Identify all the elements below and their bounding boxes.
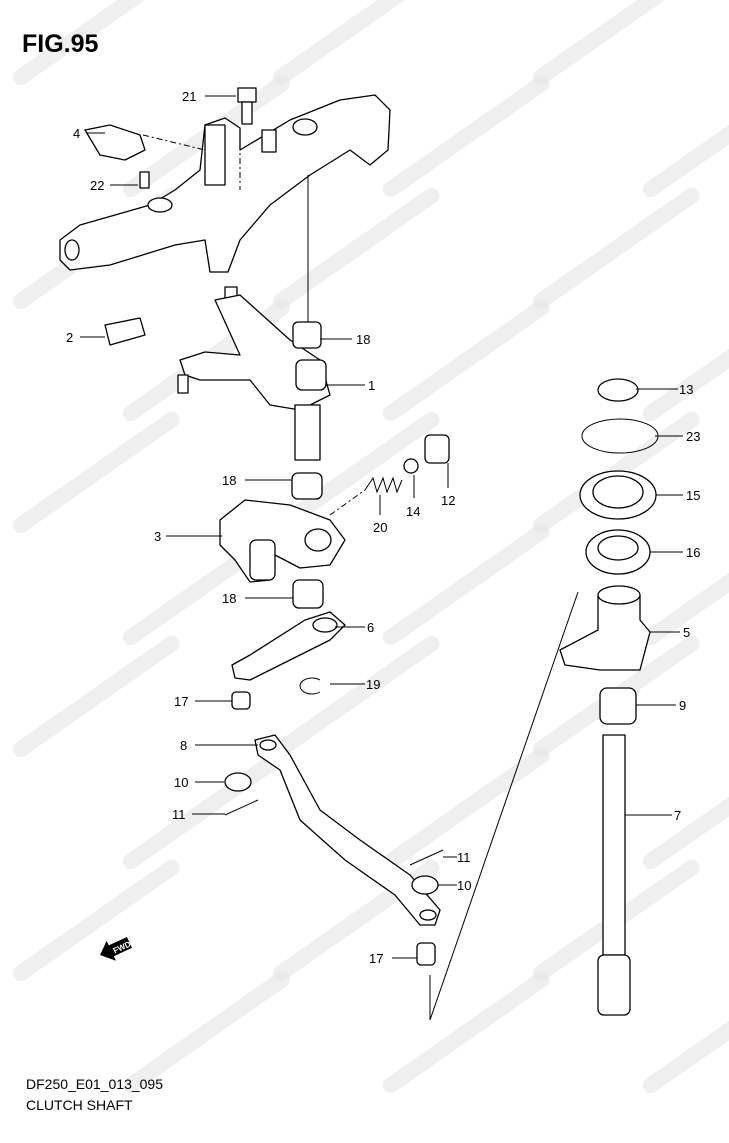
part-17-bushing — [416, 942, 436, 966]
part-21-bolt — [237, 87, 257, 125]
part-20-spring — [364, 476, 403, 494]
callout-17: 17 — [369, 951, 383, 966]
part-11-cotter-pin — [224, 799, 259, 816]
watermark-mark — [272, 187, 440, 310]
watermark-mark — [12, 859, 180, 982]
part-6-lever — [231, 611, 346, 681]
watermark-mark — [122, 971, 290, 1094]
part-23-snap-ring — [581, 418, 659, 454]
callout-7: 7 — [674, 808, 681, 823]
leader-lines — [80, 95, 683, 959]
callout-12: 12 — [441, 493, 455, 508]
part-18-bushing — [292, 579, 324, 609]
part-15-bearing — [579, 470, 657, 520]
watermark-mark — [382, 299, 550, 422]
callout-10: 10 — [174, 775, 188, 790]
shift-bracket — [59, 94, 391, 273]
part-14-ball — [403, 458, 419, 474]
callout-10: 10 — [457, 878, 471, 893]
watermark-mark — [642, 971, 729, 1094]
part-18-bushing — [291, 472, 323, 500]
part-16-oil-seal — [585, 529, 651, 575]
watermark-mark — [532, 187, 700, 310]
part-19-e-clip — [299, 677, 321, 695]
figure-label: FIG.95 — [22, 30, 99, 58]
callout-16: 16 — [686, 545, 700, 560]
part-10-washer — [411, 875, 439, 895]
drawing-code: DF250_E01_013_095 — [26, 1076, 164, 1092]
part-2-clip — [104, 317, 146, 346]
fwd-text: FWD — [112, 939, 133, 955]
callout-4: 4 — [73, 126, 80, 141]
watermark-mark — [12, 411, 180, 534]
part-13-plug — [597, 378, 639, 402]
watermark-mark — [272, 0, 440, 86]
part-8-link-rod — [254, 734, 441, 926]
watermark-mark — [12, 0, 180, 86]
part-12-sleeve — [424, 434, 450, 464]
watermark-mark — [272, 635, 440, 758]
callout-2: 2 — [66, 330, 73, 345]
callout-19: 19 — [366, 677, 380, 692]
callout-20: 20 — [373, 520, 387, 535]
callout-21: 21 — [182, 89, 196, 104]
watermark-mark — [382, 523, 550, 646]
watermark-mark — [122, 747, 290, 870]
watermark-mark — [642, 299, 729, 422]
callout-18: 18 — [222, 591, 236, 606]
watermark-mark — [272, 411, 440, 534]
callout-17: 17 — [174, 694, 188, 709]
part-5-shift-cam — [559, 585, 651, 671]
part-7-clutch-shaft — [597, 734, 631, 1016]
callout-1: 1 — [368, 378, 375, 393]
callout-9: 9 — [679, 698, 686, 713]
callout-22: 22 — [90, 178, 104, 193]
forward-direction-icon: FWD — [100, 936, 133, 961]
callout-5: 5 — [683, 625, 690, 640]
callout-23: 23 — [686, 429, 700, 444]
part-9-bushing — [599, 687, 637, 725]
watermark-mark — [642, 747, 729, 870]
watermark-mark — [642, 75, 729, 198]
callout-6: 6 — [367, 620, 374, 635]
part-17-bushing — [231, 691, 251, 710]
watermark-mark — [532, 0, 700, 86]
callout-11: 11 — [457, 850, 471, 865]
callout-18: 18 — [356, 332, 370, 347]
part-3-shift-arm — [219, 499, 346, 583]
part-1-clutch-lever — [177, 286, 331, 461]
callouts: 21 4 22 2 18 1 13 23 15 16 18 3 20 14 12… — [66, 89, 700, 966]
watermark-mark — [642, 523, 729, 646]
part-18-bushing — [292, 321, 322, 349]
callout-3: 3 — [154, 529, 161, 544]
part-4-plate — [84, 124, 146, 161]
part-11-cotter-pin — [409, 849, 444, 866]
watermark-mark — [382, 971, 550, 1094]
watermark-mark — [12, 635, 180, 758]
callout-13: 13 — [679, 382, 693, 397]
callout-8: 8 — [180, 738, 187, 753]
diagram-title: CLUTCH SHAFT — [26, 1097, 133, 1113]
callout-15: 15 — [686, 488, 700, 503]
callout-11: 11 — [172, 807, 186, 822]
watermark-mark — [382, 75, 550, 198]
part-10-washer — [224, 772, 252, 792]
assembly-lines — [142, 130, 579, 1021]
part-22-screw — [139, 171, 150, 189]
callout-14: 14 — [406, 504, 420, 519]
watermark-mark — [382, 747, 550, 870]
callout-18: 18 — [222, 473, 236, 488]
